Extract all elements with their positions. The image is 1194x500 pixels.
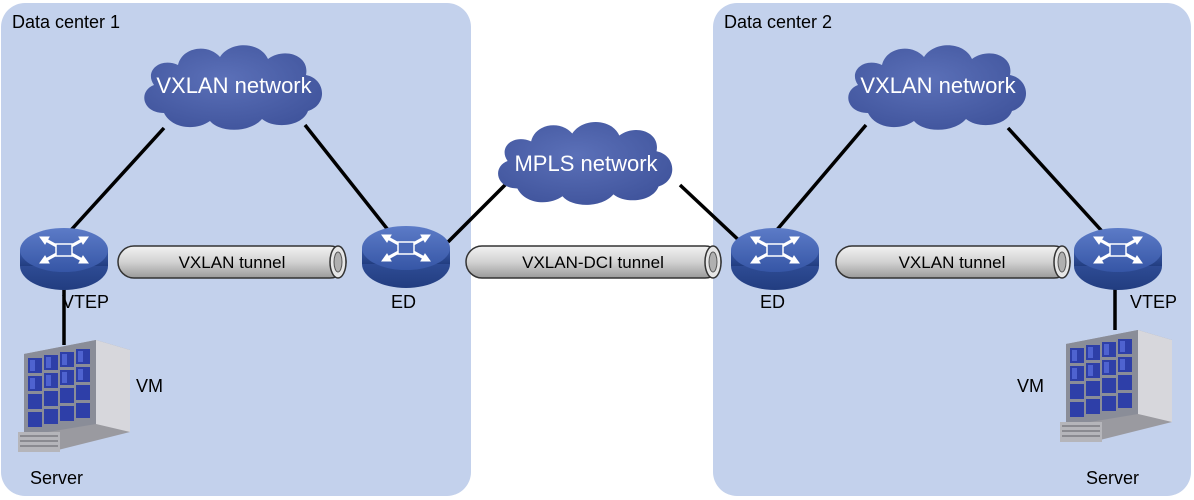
vtep-1-router-icon [18,226,110,292]
link-ed1-mpls [446,180,510,244]
ed-1-label: ED [391,292,416,312]
server-1-label: Server [30,468,83,488]
vtep-2-router-icon [1072,226,1164,292]
vm-2-label: VM [1017,376,1044,396]
vtep-2-label: VTEP [1130,292,1177,312]
vxlan-network-2-label: VXLAN network [860,73,1016,98]
link-mpls-ed2 [678,183,747,248]
vxlan-tunnel-1 [117,245,347,279]
server-1-icon [17,339,130,453]
link-cloud1-ed1 [303,123,398,242]
vxlan-dci-tunnel [465,245,722,279]
link-cloud2-vtep2 [1006,126,1112,242]
link-ed2-cloud2 [768,123,868,240]
ed-1-router-icon [360,224,452,290]
ed-2-router-icon [729,226,821,292]
vm-1-label: VM [136,376,163,396]
data-center-2-title: Data center 2 [724,12,832,32]
vxlan-network-1-label: VXLAN network [156,73,312,98]
vxlan-tunnel-1-label: VXLAN tunnel [179,253,286,272]
vxlan-tunnel-2 [835,245,1071,279]
ed-2-label: ED [760,292,785,312]
server-2-icon [1059,329,1172,443]
server-2-label: Server [1086,468,1139,488]
mpls-network-label: MPLS network [514,151,658,176]
vxlan-tunnel-2-label: VXLAN tunnel [899,253,1006,272]
vxlan-dci-tunnel-label: VXLAN-DCI tunnel [522,253,664,272]
link-vtep1-cloud1 [60,126,166,242]
vtep-1-label: VTEP [62,292,109,312]
data-center-1-title: Data center 1 [12,12,120,32]
